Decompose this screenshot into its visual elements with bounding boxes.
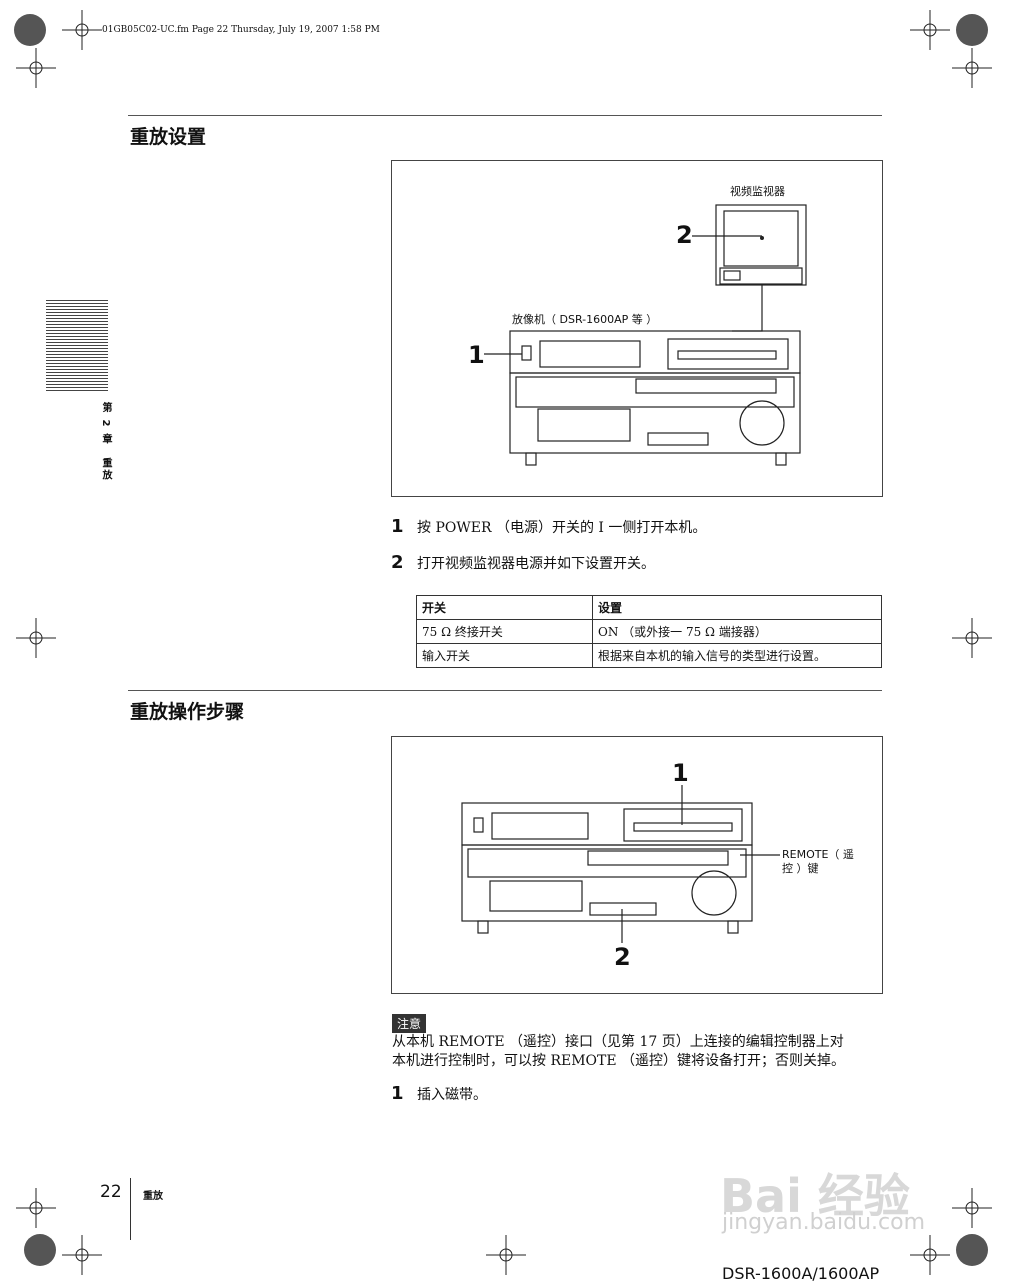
callout-1: 1 [672,759,689,787]
footer-model: DSR-1600A/1600AP [722,1264,880,1283]
callout-2: 2 [614,943,631,971]
watermark-url: jingyan.baidu.com [722,1210,926,1235]
callout-1: 1 [468,341,485,369]
remote-key-label-line2: 控 ）键 [782,862,819,875]
note-badge: 注意 [392,1014,427,1033]
table-cell: 输入开关 [416,643,593,668]
figure-playback-setup: 视频监视器 放像机（ DSR-1600AP 等 ） 2 1 [391,160,883,497]
table-cell: ON （或外接一 75 Ω 端接器） [592,619,882,644]
vcr-label: 放像机（ DSR-1600AP 等 ） [512,313,658,326]
footer-divider [130,1178,131,1240]
setup-diagram [484,204,807,466]
section-title-playback-procedure: 重放操作步骤 [130,701,245,723]
chapter-tab-label: 第 2 章 重放 [100,402,111,482]
watermark-brand: Bai 经验 [720,1169,910,1223]
remote-key-label-line1: REMOTE（ 遥 [782,848,854,861]
section-rule [128,690,882,691]
note-line-2: 本机进行控制时，可以按 REMOTE （遥控）键将设备打开；否则关掉。 [392,1053,846,1069]
figure-playback-procedure: 1 2 REMOTE（ 遥 控 ）键 [391,736,883,994]
table-cell: 75 Ω 终接开关 [416,619,593,644]
monitor-label: 视频监视器 [730,185,785,198]
chapter-tab-stripes [46,300,108,392]
step-1-power-on: 1 按 POWER （电源）开关的 Ⅰ 一侧打开本机。 [391,516,706,537]
page-number: 22 [100,1182,122,1202]
step-2-monitor-setup: 2 打开视频监视器电源并如下设置开关。 [391,552,655,573]
section-rule [128,115,882,116]
step-number: 2 [391,552,404,573]
step-text: 按 POWER （电源）开关的 Ⅰ 一侧打开本机。 [417,519,707,536]
table-row: 75 Ω 终接开关 ON （或外接一 75 Ω 端接器） [416,619,882,644]
procedure-diagram [461,785,780,943]
monitor-settings-table: 开关 设置 75 Ω 终接开关 ON （或外接一 75 Ω 端接器） 输入开关 … [416,595,882,668]
step-number: 1 [391,516,404,537]
table-cell: 根据来自本机的输入信号的类型进行设置。 [592,643,882,668]
remote-key-label: REMOTE（ 遥 控 ）键 [782,848,854,876]
table-header-cell: 设置 [592,595,882,620]
note-line-1: 从本机 REMOTE （遥控）接口（见第 17 页）上连接的编辑控制器上对 [392,1034,844,1050]
step-1-insert-tape: 1 插入磁带。 [391,1083,487,1104]
step-text: 插入磁带。 [417,1086,487,1103]
table-header-row: 开关 设置 [416,595,882,620]
step-text: 打开视频监视器电源并如下设置开关。 [417,555,655,572]
section-title-playback-setup: 重放设置 [130,126,207,148]
footer-section-name: 重放 [143,1191,163,1202]
callout-2: 2 [676,221,693,249]
table-header-cell: 开关 [416,595,593,620]
table-row: 输入开关 根据来自本机的输入信号的类型进行设置。 [416,643,882,668]
header-meta: 01GB05C02-UC.fm Page 22 Thursday, July 1… [102,25,380,35]
step-number: 1 [391,1083,404,1104]
note-text: 从本机 REMOTE （遥控）接口（见第 17 页）上连接的编辑控制器上对 本机… [392,1033,884,1071]
